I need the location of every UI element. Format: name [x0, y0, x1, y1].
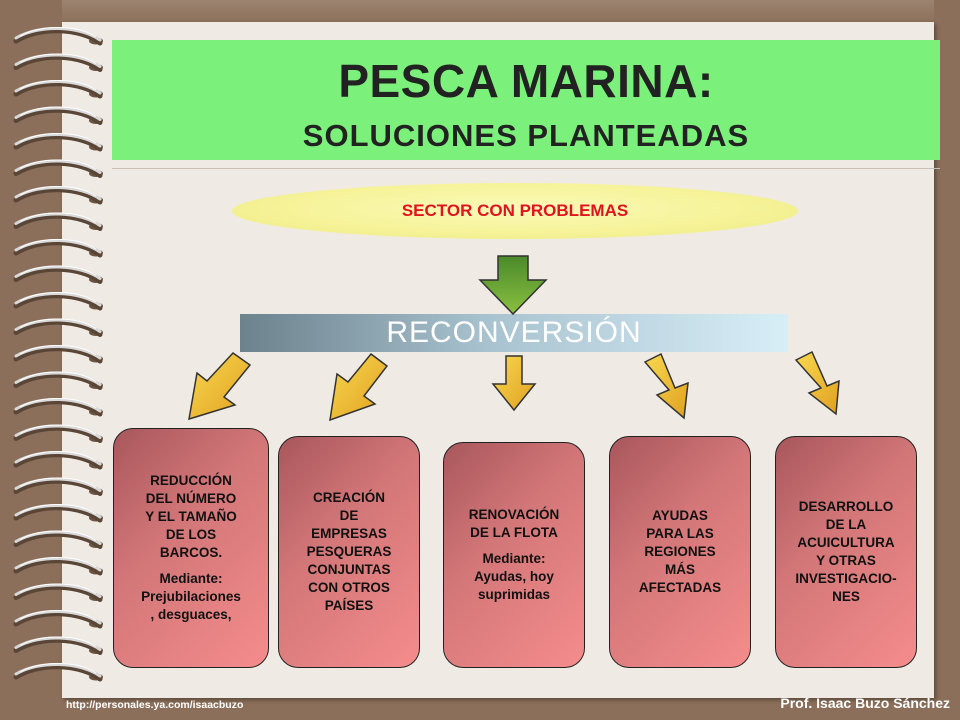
spiral-binding: [13, 27, 103, 682]
sector-node-label: SECTOR CON PROBLEMAS: [401, 201, 629, 220]
diagonal-arrow-icon: [329, 352, 389, 422]
card-line: suprimidas: [477, 587, 550, 602]
card-line: [141, 562, 241, 570]
card-line: REGIONES: [644, 544, 716, 559]
card-line: DE LA FLOTA: [470, 525, 558, 540]
binding-coil: [13, 27, 103, 46]
binding-coil: [13, 212, 103, 231]
binding-coil: [13, 133, 103, 152]
card-line: CON OTROS: [308, 580, 390, 595]
diagonal-arrow-icon: [794, 350, 840, 416]
card-line: PAÍSES: [324, 598, 374, 613]
down-arrow-icon: [491, 355, 537, 412]
binding-coil: [13, 424, 103, 443]
card-line: EMPRESAS: [311, 526, 387, 541]
card-line: Mediante:: [159, 571, 223, 586]
reconversion-node: RECONVERSIÓN: [240, 314, 788, 352]
card-line: DE LA: [825, 517, 867, 532]
footer-url: http://personales.ya.com/isaacbuzo: [66, 699, 244, 711]
card-text: DESARROLLO DE LA ACUICULTURA Y OTRAS INV…: [795, 498, 896, 606]
binding-coil: [13, 239, 103, 258]
page-title: PESCA MARINA:: [338, 55, 714, 107]
card-line: DEL NÚMERO: [145, 491, 237, 506]
solution-card-empresas: CREACIÓN DE EMPRESAS PESQUERAS CONJUNTAS…: [278, 436, 420, 668]
card-line: Mediante:: [482, 551, 546, 566]
binding-coil: [13, 318, 103, 337]
binding-coil: [13, 345, 103, 364]
card-line: REDUCCIÓN: [150, 473, 232, 488]
sector-node: SECTOR CON PROBLEMAS: [232, 183, 798, 239]
card-text: RENOVACIÓN DE LA FLOTA Mediante: Ayudas,…: [469, 506, 560, 604]
binding-coil: [13, 504, 103, 523]
binding-coil: [13, 636, 103, 655]
card-line: DESARROLLO: [798, 499, 894, 514]
card-line: CONJUNTAS: [307, 562, 391, 577]
card-line: BARCOS.: [159, 545, 223, 560]
divider: [112, 168, 940, 169]
card-line: ACUICULTURA: [797, 535, 895, 550]
paper-top-edge: [62, 0, 934, 24]
card-line: DE: [339, 508, 359, 523]
binding-coil: [13, 557, 103, 576]
title-box: PESCA MARINA: SOLUCIONES PLANTEADAS: [112, 40, 940, 160]
diagonal-arrow-icon: [188, 352, 252, 421]
solution-card-acuicultura: DESARROLLO DE LA ACUICULTURA Y OTRAS INV…: [775, 436, 917, 668]
card-line: [469, 542, 560, 550]
binding-coil: [13, 265, 103, 284]
binding-coil: [13, 186, 103, 205]
card-line: NES: [832, 589, 860, 604]
solution-card-ayudas: AYUDAS PARA LAS REGIONES MÁS AFECTADAS: [609, 436, 751, 668]
binding-coil: [13, 159, 103, 178]
card-text: AYUDAS PARA LAS REGIONES MÁS AFECTADAS: [639, 507, 721, 597]
binding-coil: [13, 371, 103, 390]
reconversion-node-label: RECONVERSIÓN: [386, 316, 642, 349]
solution-card-reduccion: REDUCCIÓN DEL NÚMERO Y EL TAMAÑO DE LOS …: [113, 428, 269, 668]
card-line: MÁS: [665, 562, 695, 577]
solution-card-renovacion: RENOVACIÓN DE LA FLOTA Mediante: Ayudas,…: [443, 442, 585, 668]
down-arrow-icon: [478, 255, 548, 316]
card-line: Ayudas, hoy: [474, 569, 554, 584]
card-line: INVESTIGACIO-: [795, 571, 897, 586]
card-line: , desguaces,: [150, 607, 232, 622]
card-line: PARA LAS: [646, 526, 714, 541]
page-subtitle: SOLUCIONES PLANTEADAS: [302, 118, 750, 153]
binding-coil: [13, 292, 103, 311]
binding-coil: [13, 530, 103, 549]
binding-coil: [13, 451, 103, 470]
card-line: AFECTADAS: [638, 580, 722, 595]
card-line: PESQUERAS: [306, 544, 392, 559]
card-line: Y EL TAMAÑO: [145, 509, 237, 524]
card-line: RENOVACIÓN: [468, 507, 560, 522]
binding-coil: [13, 610, 103, 629]
card-line: DE LOS: [165, 527, 217, 542]
diagonal-arrow-icon: [643, 352, 689, 420]
card-line: Prejubilaciones: [141, 589, 241, 604]
binding-coil: [13, 663, 103, 682]
binding-coil: [13, 106, 103, 125]
card-line: Y OTRAS: [816, 553, 876, 568]
binding-coil: [13, 583, 103, 602]
binding-coil: [13, 398, 103, 417]
footer-author: Prof. Isaac Buzo Sánchez: [780, 695, 950, 711]
card-line: CREACIÓN: [312, 490, 385, 505]
card-text: CREACIÓN DE EMPRESAS PESQUERAS CONJUNTAS…: [307, 489, 392, 615]
binding-coil: [13, 477, 103, 496]
binding-coil: [13, 53, 103, 72]
card-text: REDUCCIÓN DEL NÚMERO Y EL TAMAÑO DE LOS …: [141, 472, 241, 624]
binding-coil: [13, 80, 103, 99]
card-line: AYUDAS: [652, 508, 708, 523]
